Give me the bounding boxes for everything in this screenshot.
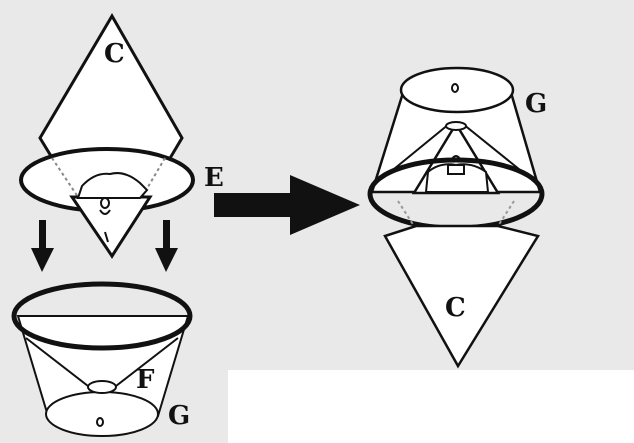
down-arrow-right (155, 220, 178, 272)
hidden-edge-right-b (497, 200, 515, 227)
strut-f-left (25, 337, 89, 387)
shade-bottom-dot (96, 417, 104, 427)
down-arrow-left (31, 220, 54, 272)
label-g-bottom: G (168, 401, 190, 431)
bottom-left-assembly: F G (11, 281, 193, 437)
diamond-part-c-bottom (383, 224, 540, 369)
shade-top-rim-bottom (11, 281, 193, 351)
right-assembly: G C (367, 66, 547, 369)
hidden-edge-left (51, 157, 79, 198)
label-g-right: G (525, 89, 547, 119)
strut-hub (87, 380, 117, 394)
shade-top-dot (451, 83, 459, 93)
label-c-bottom: C (445, 293, 466, 323)
label-c-top: C (104, 39, 125, 69)
cutout-right (424, 163, 490, 193)
right-arrow (214, 175, 360, 235)
shade-bottom-ellipse (45, 391, 159, 437)
cutout-left (76, 172, 149, 199)
strut-f-right (115, 337, 179, 387)
label-e: E (204, 163, 224, 193)
top-fitting (445, 121, 467, 131)
label-f: F (136, 365, 155, 395)
bulb-fixture-icon (99, 197, 111, 243)
left-top-assembly: C E (19, 13, 224, 259)
hidden-edge-right-a (397, 200, 415, 227)
